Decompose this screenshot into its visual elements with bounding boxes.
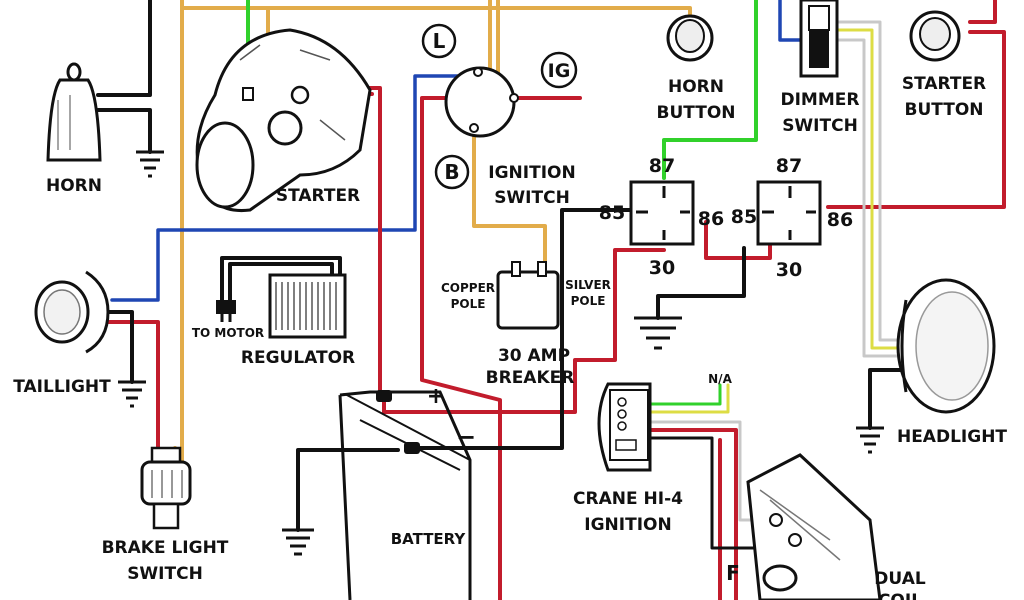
f-label: F (726, 561, 740, 585)
brake-light-label-2: SWITCH (127, 564, 203, 584)
silver-pole-label-2: POLE (571, 294, 606, 308)
regulator-icon (268, 273, 347, 339)
starter-button-label-1: STARTER (902, 74, 986, 94)
black-wire-horn-gnd (96, 108, 152, 154)
letter-b: B (444, 160, 459, 184)
battery-plus-label: + (427, 384, 445, 409)
red-wire-crane (648, 428, 738, 600)
white-wire-dimmer-2 (836, 38, 908, 358)
red-wire-relay-86 (704, 220, 772, 260)
crane-ignition-icon (597, 382, 652, 472)
breaker-label-1: 30 AMP (498, 346, 570, 366)
silver-pole-label-1: SILVER (565, 278, 611, 292)
white-wire-dimmer-1 (836, 20, 908, 342)
letter-ig: IG (548, 60, 571, 82)
relay2-pin-30: 30 (776, 259, 802, 281)
green-wire-crane (648, 383, 722, 406)
battery-icon (338, 390, 472, 600)
dimmer-switch-label-2: SWITCH (782, 116, 858, 136)
starter-button-icon (909, 10, 961, 62)
ground-icon (856, 426, 884, 454)
dimmer-switch-icon (799, 0, 839, 78)
letter-l: L (433, 29, 446, 53)
green-wire-relay (662, 0, 758, 180)
black-wire-regulator (220, 256, 342, 302)
headlight-label: HEADLIGHT (897, 427, 1007, 447)
relay1-pin-30: 30 (649, 257, 675, 279)
tan-wire-breaker (472, 126, 547, 274)
black-wire-horn (96, 0, 152, 97)
horn-label: HORN (46, 176, 102, 196)
ground-icon (634, 316, 682, 350)
battery-minus-label: − (456, 423, 476, 451)
black-wire-battery-gnd (296, 448, 400, 532)
black-wire-regulator-2 (228, 262, 334, 302)
ignition-switch-label-1: IGNITION (488, 163, 575, 183)
black-wire-crane (648, 436, 777, 550)
headlight-icon (896, 278, 996, 414)
black-wire-relay85 (408, 208, 632, 450)
brake-light-label-1: BRAKE LIGHT (102, 538, 229, 558)
red-wire-battery-plus (382, 248, 666, 414)
dual-coil-icon (746, 453, 882, 600)
black-wire-taillight-gnd (102, 310, 134, 384)
red-wire-ign-down (420, 96, 502, 600)
relay2-pin-86: 86 (827, 209, 853, 231)
plug-icon (216, 300, 236, 322)
horn-button-label-2: BUTTON (656, 103, 735, 123)
dual-coil-label-1: DUAL (874, 569, 926, 589)
starter-button-label-2: BUTTON (904, 100, 983, 120)
relay1-pin-86: 86 (698, 208, 724, 230)
letter-l-badge: L (421, 23, 457, 59)
na-label: N/A (708, 372, 732, 386)
horn-icon (46, 62, 102, 162)
letter-b-badge: B (434, 154, 470, 190)
battery-label: BATTERY (391, 530, 467, 548)
taillight-label: TAILLIGHT (13, 377, 111, 397)
blue-wire-dimmer (778, 0, 804, 42)
red-wire-taillight (102, 320, 160, 450)
red-wire-top-right (968, 0, 997, 24)
black-wire-relay30 (656, 246, 746, 320)
crane-label-1: CRANE HI-4 (573, 489, 683, 509)
relay1-pin-87: 87 (649, 155, 675, 177)
relay2-pin-87: 87 (776, 155, 802, 177)
yellow-wire-dimmer (836, 28, 908, 350)
black-wires (96, 0, 908, 532)
relay2-pin-85: 85 (731, 206, 757, 228)
starter-label: STARTER (276, 186, 360, 206)
dual-coil-label-2: COIL (878, 591, 922, 600)
crane-label-2: IGNITION (584, 515, 671, 535)
copper-pole-label-1: COPPER (441, 281, 495, 295)
starter-icon (195, 28, 372, 213)
taillight-icon (34, 270, 110, 354)
ground-icon (118, 380, 146, 408)
relay-1 (629, 180, 695, 246)
red-wire-starter-btn (826, 30, 1006, 209)
relay-2 (756, 180, 822, 246)
breaker-icon (496, 261, 560, 330)
letter-ig-badge: IG (540, 51, 578, 89)
tan-wire-ign (488, 0, 500, 74)
ignition-switch-label-2: SWITCH (494, 188, 570, 208)
horn-button-icon (666, 14, 714, 62)
yellow-wire-crane (648, 383, 730, 414)
blue-wire-taillight (110, 74, 472, 302)
regulator-label: REGULATOR (241, 348, 355, 368)
black-wire-headlight-gnd (868, 368, 908, 430)
brake-light-switch-icon (140, 446, 192, 530)
ground-icon (136, 150, 164, 178)
ignition-switch-icon (444, 66, 519, 138)
ground-symbols (118, 150, 884, 556)
breaker-label-2: BREAKER (486, 368, 575, 388)
copper-pole-label-2: POLE (451, 297, 486, 311)
dimmer-switch-label-1: DIMMER (781, 90, 860, 110)
to-motor-label: TO MOTOR (192, 326, 264, 340)
ground-icon (282, 528, 314, 556)
blue-wires (110, 0, 804, 302)
horn-button-label-1: HORN (668, 77, 724, 97)
relay1-pin-85: 85 (599, 202, 625, 224)
